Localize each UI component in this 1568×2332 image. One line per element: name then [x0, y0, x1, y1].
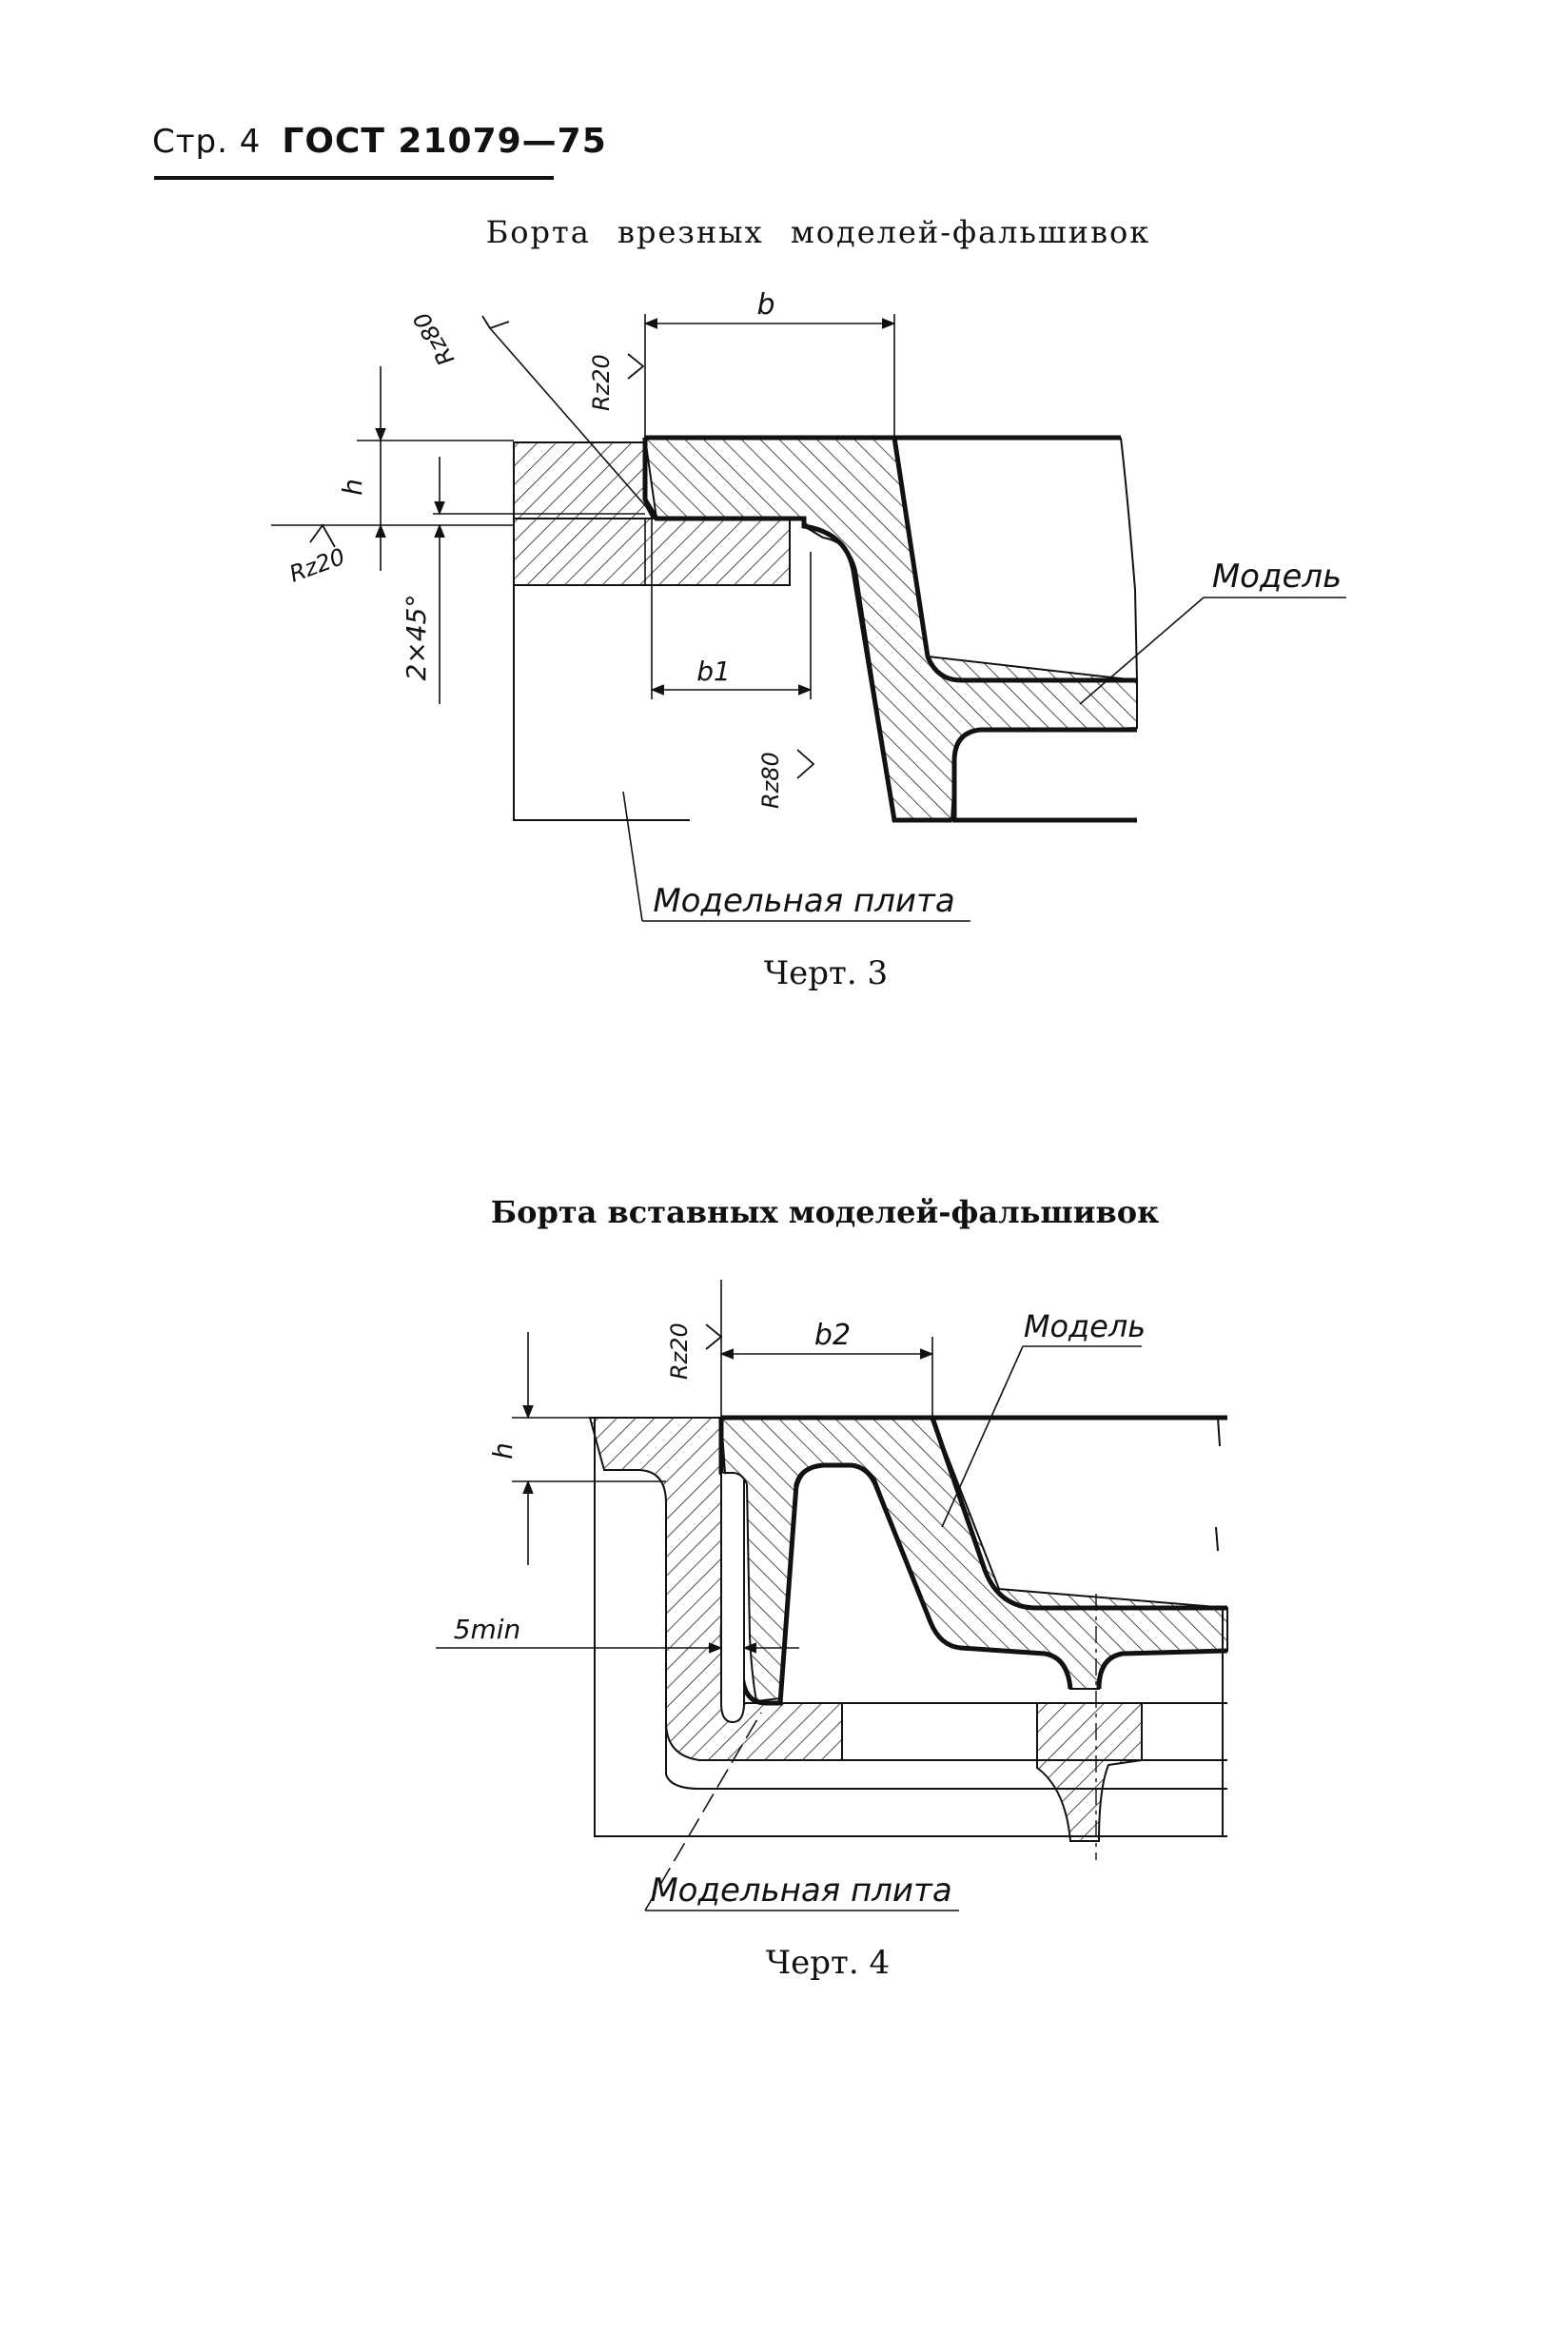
figure4-drawing: b2 h Rz20 5min Модель Модельная плита	[436, 1280, 1228, 1911]
fig3-label-b1: b1	[696, 656, 731, 687]
fig4-plate-band	[665, 1694, 1227, 1790]
fig3-label-rz20-left: Rz20	[285, 543, 348, 588]
fig4-gap-rib	[720, 1473, 745, 1724]
fig4-label-min-gap: 5min	[454, 1614, 521, 1645]
fig4-plate-leader	[644, 1712, 762, 1911]
fig3-rz80-bottom-symbol	[796, 749, 815, 779]
fig4-label-b2: b2	[814, 1319, 851, 1352]
fig3-label-rz80-bottom: Rz80	[757, 752, 784, 809]
fig4-rz20-symbol	[705, 1323, 723, 1350]
fig4-label-h: h	[487, 1442, 519, 1460]
figure3-drawing: b b1 h 2×45° Rz80 Rz20	[271, 288, 1346, 922]
figure3-title: Борта врезных моделей-фальшивок	[485, 214, 1151, 250]
fig4-label-rz20: Rz20	[666, 1323, 693, 1380]
figure4-title: Борта вставных моделей-фальшивок	[490, 1194, 1160, 1230]
fig4-model-leader	[941, 1345, 1024, 1528]
fig4-plate-outline	[594, 1418, 1227, 1837]
fig4-model-outline-slope	[930, 1417, 1227, 1611]
fig3-rz20-left-symbol	[309, 523, 336, 548]
page-header: Стр. 4 ГОСТ 21079—75	[152, 122, 607, 161]
fig3-model-inner-edge	[892, 437, 1137, 683]
fig3-model-outline	[642, 435, 1121, 823]
page-number: Стр. 4	[152, 123, 262, 161]
figure4-caption: Черт. 4	[765, 1944, 891, 1982]
fig3-label-h: h	[337, 479, 368, 496]
fig3-rz20-top-symbol	[627, 353, 645, 380]
fig3-model-pocket	[951, 727, 1137, 823]
standard-number: ГОСТ 21079—75	[282, 122, 607, 161]
fig3-label-plate: Модельная плита	[653, 882, 954, 920]
fig3-model-right-edge	[1120, 437, 1138, 681]
fig3-label-rz80-top: Rz80	[408, 307, 460, 370]
fig3-rz80-top-leader	[489, 327, 657, 519]
fig4-model-right-edge	[1215, 1417, 1224, 1836]
figure3-caption: Черт. 3	[763, 954, 889, 992]
header-underline	[154, 176, 554, 180]
fig3-label-b: b	[756, 288, 774, 322]
fig3-label-model: Модель	[1212, 558, 1342, 596]
fig3-rz80-top-symbol	[481, 315, 510, 330]
fig3-plate-leader	[622, 791, 643, 922]
fig3-model-leader	[1079, 597, 1205, 705]
fig4-label-plate: Модельная плита	[650, 1871, 951, 1910]
fig4-label-model: Модель	[1024, 1308, 1146, 1344]
fig4-model-section	[719, 1417, 1228, 1703]
fig4-plate-right-block	[1036, 1702, 1143, 1842]
fig3-plate-section-upper	[513, 441, 655, 519]
fig3-label-rz20-top: Rz20	[588, 354, 615, 411]
fig3-label-chamfer: 2×45°	[401, 595, 432, 681]
